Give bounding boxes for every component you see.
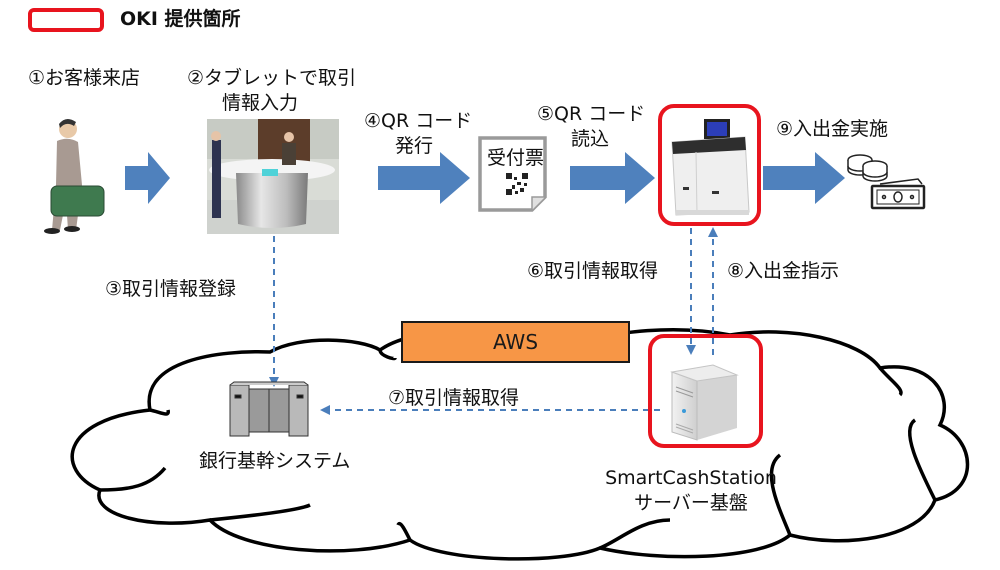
ticket-label: 受付票	[487, 147, 545, 169]
arrow-4-5	[570, 152, 655, 204]
oki-highlight-cash-station	[658, 104, 761, 226]
cloud-shape	[70, 328, 970, 561]
server-label-line2: サーバー基盤	[634, 492, 748, 514]
customer-icon	[44, 118, 105, 234]
server-icon	[670, 364, 739, 441]
flow-arrows	[125, 152, 845, 204]
step-8-label: ⑧入出金指示	[727, 260, 840, 282]
step-5-label-line2: 読込	[571, 128, 610, 150]
qr-code-icon	[506, 173, 528, 195]
cash-icon	[847, 154, 926, 210]
step-5-label-line1: ⑤QR コード	[537, 103, 646, 125]
step-6-label: ⑥取引情報取得	[527, 260, 659, 282]
step-7-label: ⑦取引情報取得	[388, 387, 520, 409]
mainframe-icon	[229, 381, 309, 437]
step-4-label-line1: ④QR コード	[364, 110, 473, 132]
legend-label: OKI 提供箇所	[120, 8, 241, 30]
arrow-5-9	[763, 152, 845, 204]
legend-swatch	[28, 8, 104, 32]
step-1-label: ①お客様来店	[28, 67, 141, 89]
step-2-label-line1: ②タブレットで取引	[187, 67, 357, 89]
tablet-counter-image	[207, 119, 339, 234]
step-4-label-line2: 発行	[395, 135, 434, 157]
dashed-connectors	[269, 227, 718, 415]
server-label-line1: SmartCashStation	[605, 467, 777, 489]
step-2-label-line2: 情報入力	[222, 92, 299, 114]
aws-label: AWS	[401, 321, 630, 363]
oki-highlight-server	[648, 334, 763, 448]
cloud-lobe-lines	[99, 343, 937, 550]
arrow-1-2	[125, 152, 170, 204]
step-3-label: ③取引情報登録	[105, 278, 237, 300]
cash-station-image	[671, 119, 750, 216]
step-9-label: ⑨入出金実施	[776, 118, 889, 140]
core-system-label: 銀行基幹システム	[199, 450, 351, 472]
ticket-icon	[478, 136, 547, 212]
arrow-2-4	[378, 152, 470, 204]
